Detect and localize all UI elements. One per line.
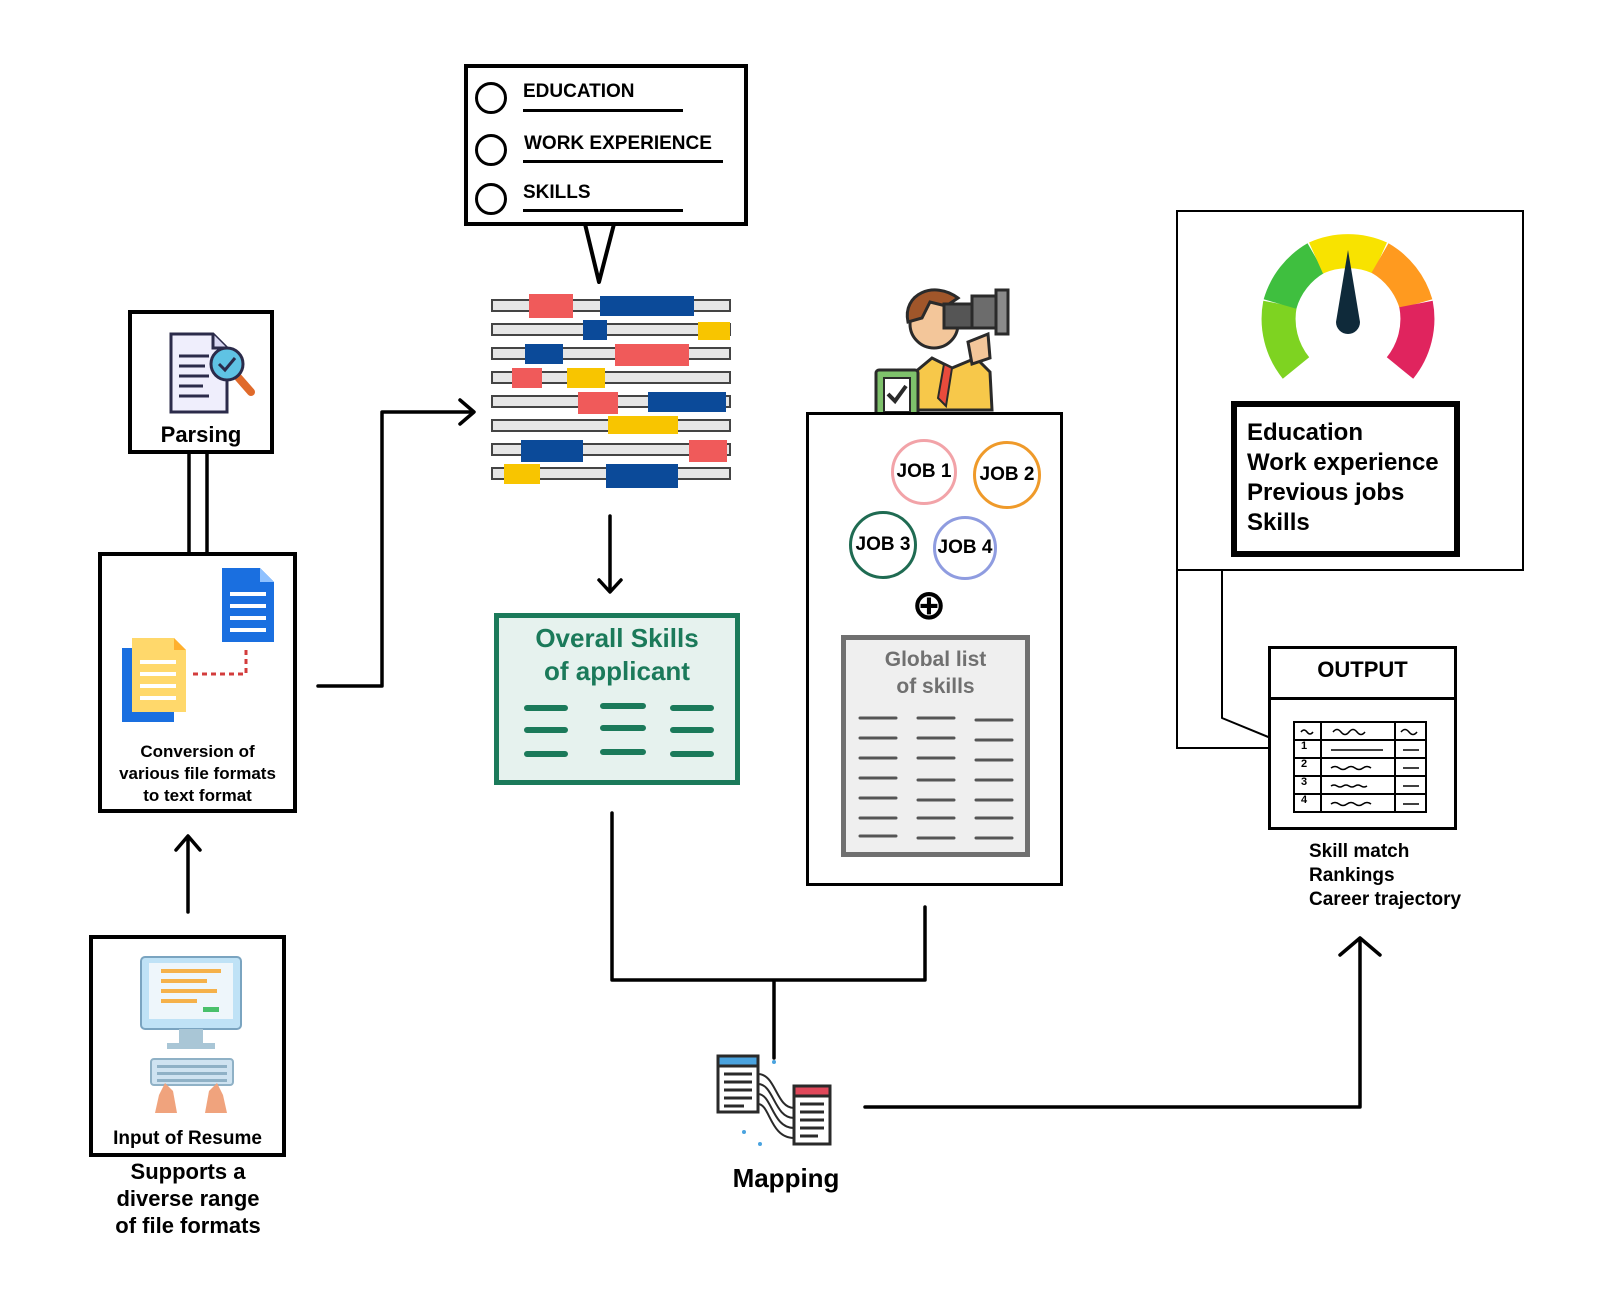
section-gauge-panel: Education Work experience Previous jobs … [1176, 210, 1524, 571]
callout-pointer [583, 222, 616, 284]
gauge-meter-icon [1261, 234, 1435, 379]
file-conversion-icon [122, 568, 274, 722]
job-bubble: JOB 1 [891, 439, 957, 505]
section-parsing: Parsing [128, 310, 274, 454]
job-bubble: JOB 2 [973, 441, 1041, 509]
parsing-label: Parsing [160, 422, 242, 447]
parsed-document-sheet [491, 294, 731, 488]
input-caption-line: Supports a [130, 1159, 246, 1184]
checklist-item: WORK EXPERIENCE [524, 133, 712, 154]
input-caption-line: of file formats [115, 1213, 261, 1238]
parsed-segment [567, 368, 605, 388]
job-bubble: JOB 3 [849, 511, 917, 579]
gauge-criteria-item: Skills [1247, 509, 1310, 536]
section-output: OUTPUT 1 2 3 4 [1268, 646, 1457, 830]
connector-to-mapping [610, 811, 927, 1060]
output-row-number: 1 [1301, 740, 1308, 752]
job-seeker-binoculars-icon [874, 288, 1010, 422]
conversion-label-line: various file formats [119, 764, 276, 783]
parsed-segment [600, 296, 694, 316]
overall-skills-title-line: Overall Skills [535, 623, 699, 653]
connector-parsing [187, 446, 209, 554]
conversion-label-line: to text format [143, 786, 252, 805]
section-jobs: JOB 1 JOB 2 JOB 3 JOB 4 ⊕ Global list of… [806, 412, 1063, 886]
underline [523, 160, 723, 163]
parsed-segment [529, 294, 573, 318]
section-input: Input of Resume [89, 935, 286, 1157]
job-bubble: JOB 4 [933, 516, 997, 580]
global-skill-lines [858, 716, 1014, 840]
computer-typing-icon [140, 956, 242, 1113]
document-search-icon [169, 332, 255, 414]
gauge-criteria-item: Work experience [1247, 449, 1439, 476]
output-caption-line: Rankings [1309, 865, 1395, 886]
radio-icon [475, 183, 507, 215]
section-overall-skills: Overall Skills of applicant [494, 613, 740, 785]
output-row-number: 2 [1301, 758, 1308, 770]
underline [523, 209, 683, 212]
mapping-label: Mapping [732, 1163, 840, 1193]
parsed-segment [698, 322, 730, 340]
global-skills-title-line: Global list [884, 648, 987, 671]
checklist-item: EDUCATION [523, 81, 635, 102]
parsed-segment [578, 392, 618, 414]
overall-skills-title-line: of applicant [544, 656, 690, 686]
parsed-segment [525, 344, 563, 364]
radio-icon [475, 134, 507, 166]
parsed-segment [512, 368, 542, 388]
checklist-item: SKILLS [523, 182, 591, 203]
conversion-label-line: Conversion of [140, 742, 255, 761]
parsed-segment [606, 464, 678, 488]
input-label: Input of Resume [113, 1128, 262, 1149]
output-row-number: 4 [1301, 794, 1308, 806]
output-table-grid [1295, 723, 1425, 811]
parsed-segment [615, 344, 689, 366]
section-conversion: Conversion of various file formats to te… [98, 552, 297, 813]
arrow-mapping-to-output [863, 940, 1362, 1109]
parsed-segment [504, 464, 540, 484]
output-title: OUTPUT [1317, 657, 1408, 682]
underline [523, 109, 683, 112]
output-caption-line: Skill match [1309, 841, 1410, 862]
global-skills-title-line: of skills [896, 675, 975, 698]
output-divider [1271, 697, 1454, 700]
parsed-segment [689, 440, 727, 462]
gauge-panel-bottom-line [1176, 747, 1292, 749]
output-caption-line: Career trajectory [1309, 889, 1462, 910]
radio-icon [475, 82, 507, 114]
gauge-panel-return-line [1176, 569, 1178, 749]
section-checklist-callout: EDUCATION WORK EXPERIENCE SKILLS [464, 64, 748, 226]
parsed-segment [583, 320, 607, 340]
gauge-criteria-item: Previous jobs [1247, 479, 1405, 506]
parsed-segment [521, 440, 583, 462]
plus-icon: ⊕ [911, 580, 947, 629]
output-row-number: 3 [1301, 776, 1308, 788]
section-global-skills: Global list of skills [841, 635, 1030, 857]
gauge-criteria-box: Education Work experience Previous jobs … [1231, 401, 1460, 557]
arrow-conversion-to-parsed [316, 410, 474, 688]
mapping-icon [716, 1054, 832, 1146]
parsed-segment [608, 416, 678, 434]
output-table: 1 2 3 4 [1293, 721, 1427, 813]
skill-lines [524, 703, 714, 757]
gauge-criteria-item: Education [1247, 419, 1364, 446]
parsed-segment [648, 392, 726, 412]
input-caption-line: diverse range [116, 1186, 260, 1211]
